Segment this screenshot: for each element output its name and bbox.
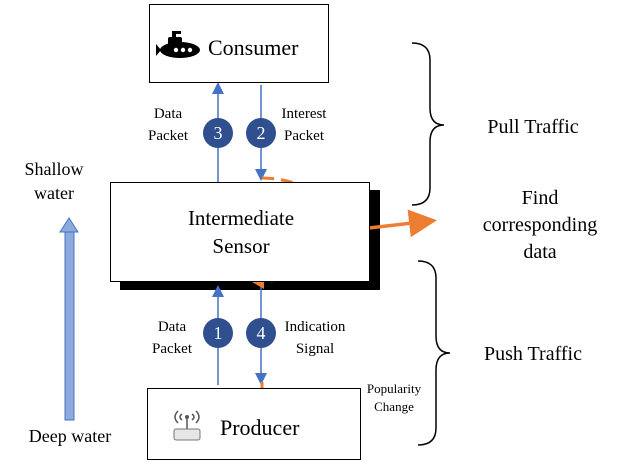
producer-node: Producer (147, 388, 361, 460)
bottom-data-packet-label-line1: Data (157, 319, 187, 335)
intermediate-label-line1: Intermediate (187, 206, 295, 230)
popularity-change-label-line2: Change (374, 399, 414, 414)
top-interest-packet-label-line1: Interest (281, 106, 327, 122)
top-data-packet-label-line2: Packet (148, 128, 188, 144)
depth-arrow-head (59, 217, 79, 233)
consumer-node: Consumer (149, 4, 329, 83)
indication-signal-label-line2: Signal (295, 341, 335, 357)
bottom-data-packet-label-line2: Packet (152, 341, 192, 357)
find-data-label-line3: data (523, 241, 557, 263)
push-traffic-brace (417, 260, 451, 446)
step-3-badge: 3 (203, 118, 233, 148)
push-traffic-label: Push Traffic (484, 343, 582, 365)
producer-label: Producer (220, 415, 300, 440)
intermediate-label-line2: Sensor (212, 234, 270, 258)
popularity-change-label-line1: Popularity (366, 381, 422, 396)
pull-traffic-brace (411, 42, 445, 206)
find-data-label-line2: corresponding (482, 214, 598, 236)
shallow-water-label-line1: Shallow (24, 159, 84, 179)
step-4-badge: 4 (246, 318, 276, 348)
intermediate-sensor-node: Intermediate Sensor (110, 182, 370, 282)
shallow-water-label-line2: water (34, 183, 74, 203)
submarine-icon (156, 31, 200, 58)
step-2-badge: 2 (246, 118, 276, 148)
top-data-packet-label-line1: Data (153, 106, 183, 122)
top-interest-packet-label-line2: Packet (284, 128, 324, 144)
depth-arrow-shaft (64, 229, 75, 421)
deep-water-label: Deep water (28, 426, 112, 446)
wireless-router-icon (173, 410, 201, 441)
step-1-badge: 1 (203, 318, 233, 348)
consumer-label: Consumer (208, 35, 299, 60)
find-data-label-line1: Find (521, 187, 559, 209)
indication-signal-label-line1: Indication (284, 319, 346, 335)
pull-traffic-label: Pull Traffic (487, 116, 579, 138)
